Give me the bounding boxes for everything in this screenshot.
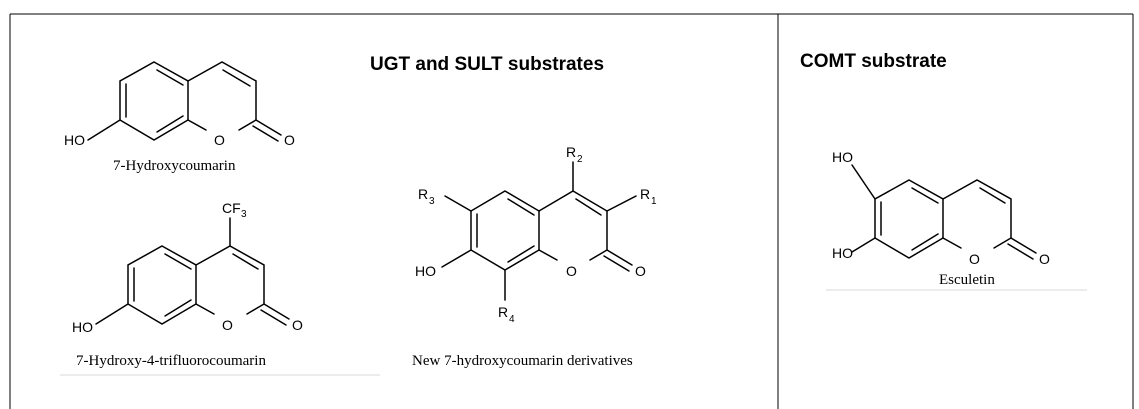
structure-bonds bbox=[441, 161, 637, 301]
atom-ring-oxygen: O bbox=[969, 251, 980, 267]
atom-oh: HO bbox=[72, 319, 93, 335]
atom-cf3-subscript: 3 bbox=[241, 209, 247, 220]
atom-r3-subscript: 3 bbox=[429, 196, 435, 207]
caption: 7-Hydroxycoumarin bbox=[113, 158, 236, 174]
atom-r2-subscript: 2 bbox=[577, 154, 583, 165]
molecule-new-derivatives: R 2 R 1 R 3 HO O O R 4 New 7-hydroxycoum… bbox=[412, 144, 657, 369]
atom-r3: R bbox=[418, 186, 428, 202]
caption: 7-Hydroxy-4-trifluorocoumarin bbox=[76, 353, 266, 369]
atom-cf3: CF bbox=[222, 200, 241, 216]
atom-ring-oxygen: O bbox=[214, 132, 225, 148]
atom-oh: HO bbox=[415, 263, 436, 279]
caption: Esculetin bbox=[939, 272, 995, 288]
atom-carbonyl-oxygen: O bbox=[292, 317, 303, 333]
molecule-7-hydroxy-4-trifluorocoumarin: CF 3 HO O O 7-Hydroxy-4-trifluorocoumari… bbox=[72, 200, 303, 369]
atom-carbonyl-oxygen: O bbox=[1039, 251, 1050, 267]
right-panel-heading: COMT substrate bbox=[800, 51, 947, 72]
atom-r1: R bbox=[640, 186, 650, 202]
panel-frame bbox=[9, 13, 1134, 409]
atom-carbonyl-oxygen: O bbox=[284, 132, 295, 148]
atom-carbonyl-oxygen: O bbox=[635, 263, 646, 279]
caption: New 7-hydroxycoumarin derivatives bbox=[412, 353, 633, 369]
structure-bonds bbox=[95, 217, 290, 326]
atom-r2: R bbox=[566, 144, 576, 160]
atom-r1-subscript: 1 bbox=[651, 196, 657, 207]
molecule-esculetin: HO HO O O Esculetin bbox=[832, 149, 1050, 288]
structure-bonds bbox=[87, 61, 282, 142]
atom-r4-subscript: 4 bbox=[509, 314, 515, 325]
structure-bonds bbox=[851, 164, 1037, 260]
atom-oh-bottom: HO bbox=[832, 245, 853, 261]
left-panel-heading: UGT and SULT substrates bbox=[370, 54, 604, 75]
atom-r4: R bbox=[498, 304, 508, 320]
atom-oh: HO bbox=[64, 132, 85, 148]
atom-ring-oxygen: O bbox=[222, 317, 233, 333]
atom-oh-top: HO bbox=[832, 149, 853, 165]
molecule-7-hydroxycoumarin: HO O O 7-Hydroxycoumarin bbox=[64, 61, 295, 174]
atom-ring-oxygen: O bbox=[566, 263, 577, 279]
